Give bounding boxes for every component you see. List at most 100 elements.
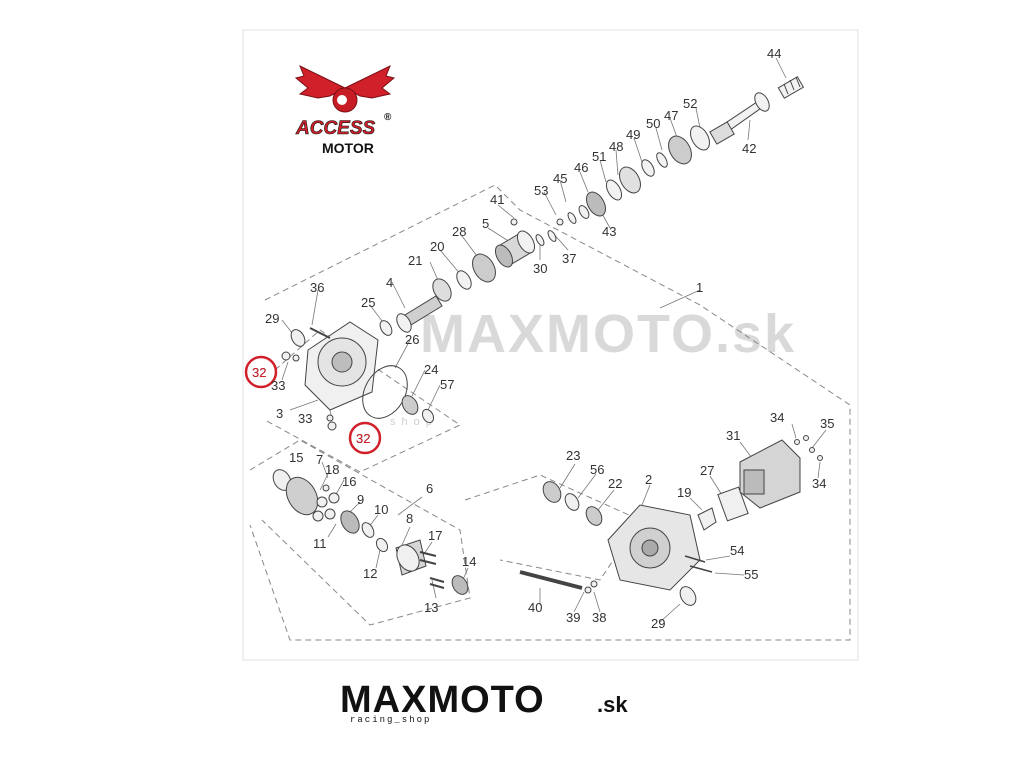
bearing-23 <box>542 481 562 503</box>
pin-18 <box>322 484 330 492</box>
highlight-label-32-left: 32 <box>252 365 266 380</box>
label-42: 42 <box>742 141 756 156</box>
label-4: 4 <box>386 275 393 290</box>
label-39: 39 <box>566 610 580 625</box>
washer-50 <box>656 152 668 168</box>
hub-8 <box>395 539 427 576</box>
label-57: 57 <box>440 377 454 392</box>
label-27: 27 <box>700 463 714 478</box>
label-54: 54 <box>730 543 744 558</box>
label-16: 16 <box>342 474 356 489</box>
bearing-28 <box>472 253 496 283</box>
washer-33-bottom <box>326 414 334 422</box>
watermark-text: MAXMOTO.sk <box>420 304 796 364</box>
label-35: 35 <box>820 416 834 431</box>
ring-20 <box>456 270 472 290</box>
logo-brand-line1: ACCESS <box>295 118 376 139</box>
access-motor-logo: ACCESS ® MOTOR <box>294 64 396 156</box>
label-33-bottom: 33 <box>298 411 312 426</box>
leader-lines <box>281 57 827 623</box>
seal-29-right <box>679 586 697 606</box>
label-30: 30 <box>533 261 547 276</box>
logo-maxmoto-suffix: .sk <box>597 692 628 717</box>
label-25: 25 <box>361 295 375 310</box>
label-28: 28 <box>452 224 466 239</box>
label-18: 18 <box>325 462 339 477</box>
cover-3 <box>304 321 379 411</box>
label-56: 56 <box>590 462 604 477</box>
label-55: 55 <box>744 567 758 582</box>
label-33-left: 33 <box>271 378 285 393</box>
label-3: 3 <box>276 406 283 421</box>
label-26: 26 <box>405 332 419 347</box>
label-13: 13 <box>424 600 438 615</box>
ring-10 <box>361 522 375 538</box>
part-labels: 44 52 47 50 49 48 51 46 45 53 42 43 41 5… <box>252 46 834 631</box>
gears-16 <box>312 492 340 522</box>
label-14: 14 <box>462 554 476 569</box>
label-53: 53 <box>534 183 548 198</box>
maxmoto-logo: MAXMOTO .sk racing_shop <box>340 679 628 725</box>
label-43: 43 <box>602 224 616 239</box>
diagram-frame <box>242 29 859 661</box>
outline-main-housing <box>249 184 851 641</box>
label-51: 51 <box>592 149 606 164</box>
highlight-circle-32-bottom <box>348 421 382 455</box>
label-31: 31 <box>726 428 740 443</box>
label-34-right: 34 <box>812 476 826 491</box>
rod-40 <box>519 570 583 590</box>
highlight-label-32-bottom: 32 <box>356 431 370 446</box>
logo-brand-line2: MOTOR <box>322 140 374 156</box>
seal-29 <box>290 329 306 347</box>
label-5: 5 <box>482 216 489 231</box>
label-22: 22 <box>608 476 622 491</box>
label-21: 21 <box>408 253 422 268</box>
housing-2 <box>607 504 701 591</box>
fork-19 <box>697 507 717 531</box>
label-48: 48 <box>609 139 623 154</box>
label-17: 17 <box>428 528 442 543</box>
pins-54-55 <box>684 555 713 573</box>
highlights <box>244 355 382 455</box>
label-29-top: 29 <box>265 311 279 326</box>
label-32-left: 32 <box>252 365 266 380</box>
coupling-5 <box>494 230 536 268</box>
ring-gear-7 <box>285 476 319 516</box>
bearing-14 <box>451 575 469 595</box>
pin-41 <box>510 218 518 226</box>
logo-registered-mark: ® <box>384 112 392 123</box>
gasket-27 <box>717 486 749 522</box>
highlight-label-overlay: 32 32 <box>252 365 370 446</box>
label-2: 2 <box>645 472 652 487</box>
input-shaft-group <box>379 218 557 336</box>
studs-13 <box>429 577 445 589</box>
gear-group <box>272 469 469 595</box>
part-38 <box>590 580 598 588</box>
ring-51 <box>605 179 623 201</box>
washer-56 <box>564 493 580 511</box>
label-29-bottom: 29 <box>651 616 665 631</box>
label-1: 1 <box>696 280 703 295</box>
highlight-circle-32-left <box>244 355 278 389</box>
washer-30 <box>535 234 545 246</box>
label-23: 23 <box>566 448 580 463</box>
gear-43 <box>586 191 606 217</box>
winged-emblem-icon <box>294 64 396 113</box>
label-37: 37 <box>562 251 576 266</box>
watermark-sub: shop <box>390 416 438 428</box>
label-47: 47 <box>664 108 678 123</box>
label-7: 7 <box>316 452 323 467</box>
label-52: 52 <box>683 96 697 111</box>
ball-53 <box>556 218 564 226</box>
plug-32-bottom <box>327 421 337 431</box>
gear-9 <box>340 510 360 534</box>
label-24: 24 <box>424 362 438 377</box>
washer-57 <box>421 408 435 424</box>
seal-25 <box>379 320 393 336</box>
label-44: 44 <box>767 46 781 61</box>
gear-47 <box>668 135 692 165</box>
label-10: 10 <box>374 502 388 517</box>
label-49: 49 <box>626 127 640 142</box>
bearing-22 <box>585 506 603 526</box>
